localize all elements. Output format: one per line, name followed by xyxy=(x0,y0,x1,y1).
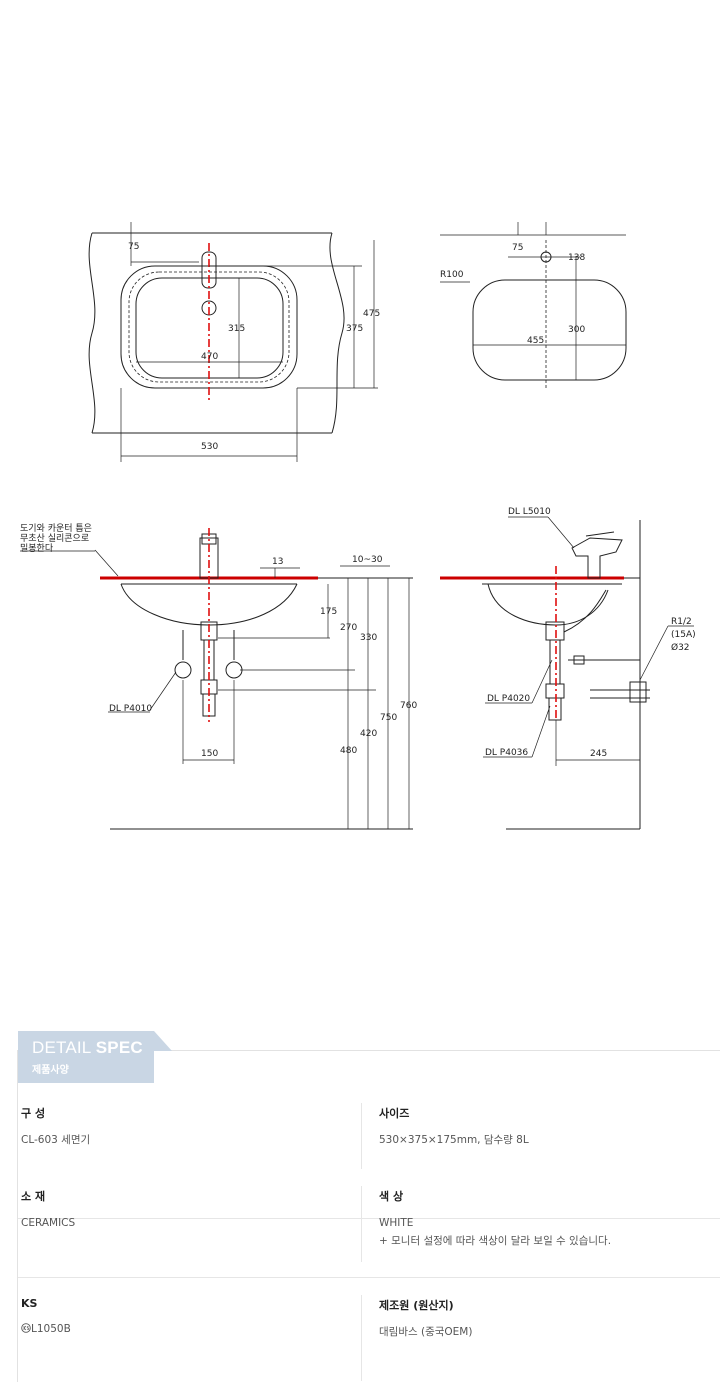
spec-value: 530×375×175mm, 담수량 8L xyxy=(379,1134,529,1146)
ks-mark-icon xyxy=(21,1323,31,1333)
dim-75: 75 xyxy=(128,242,139,252)
dim-15a: (15A) xyxy=(671,630,696,640)
spec-label: 구 성 xyxy=(21,1107,46,1120)
dim-330: 330 xyxy=(360,633,377,643)
spec-cell-composition: 구 성 CL-603 세면기 xyxy=(21,1105,90,1149)
dim-420: 420 xyxy=(360,729,377,739)
spec-cell-color: 색 상 WHITE + 모니터 설정에 따라 색상이 달라 보일 수 있습니다. xyxy=(379,1188,611,1250)
dim-phi32: Ø32 xyxy=(671,642,690,653)
part-dl-p4010: DL P4010 xyxy=(109,704,152,714)
dim-750: 750 xyxy=(380,713,397,723)
detail-spec-title: DETAIL SPEC xyxy=(32,1038,143,1057)
spec-cell-manufacturer: 제조원 (원산지) 대림바스 (중국OEM) xyxy=(379,1297,472,1341)
dim-760: 760 xyxy=(400,701,417,711)
dim-480: 480 xyxy=(340,746,357,756)
dim-530: 530 xyxy=(201,442,218,452)
technical-drawing: 75 315 375 475 470 530 75 138 R100 300 4… xyxy=(20,222,696,830)
spec-label: 색 상 xyxy=(379,1190,404,1203)
part-dl-l5010: DL L5010 xyxy=(508,507,551,517)
spec-value-line: WHITE xyxy=(379,1217,414,1229)
dim-138: 138 xyxy=(568,253,585,263)
spec-value: L1050B xyxy=(21,1320,71,1338)
spec-cell-material: 소 재 CERAMICS xyxy=(21,1188,75,1232)
detail-spec-panel: DETAIL SPEC 제품사양 구 성 CL-603 세면기 사이즈 530×… xyxy=(17,1031,720,1383)
dim-13: 13 xyxy=(272,557,283,567)
spec-label: 제조원 (원산지) xyxy=(379,1299,454,1312)
spec-row-composition: 구 성 CL-603 세면기 사이즈 530×375×175mm, 담수량 8L xyxy=(18,1101,720,1219)
dim-300: 300 xyxy=(568,325,585,335)
dim-150: 150 xyxy=(201,749,218,759)
spec-value: CL-603 세면기 xyxy=(21,1134,91,1146)
sealant-note-line-2: 무초산 실리콘으로 xyxy=(20,533,89,544)
spec-value: WHITE + 모니터 설정에 따라 색상이 달라 보일 수 있습니다. xyxy=(379,1214,611,1250)
spec-row-material: 소 재 CERAMICS 색 상 WHITE + 모니터 설정에 따라 색상이 … xyxy=(18,1184,720,1278)
dim-475: 475 xyxy=(363,309,380,319)
dim-315: 315 xyxy=(228,324,245,334)
dim-375: 375 xyxy=(346,324,363,334)
side-view: DL L5010 R1/2 (15A) Ø32 DL P4020 DL P403… xyxy=(440,507,696,830)
part-dl-p4020: DL P4020 xyxy=(487,694,530,704)
top-view: 75 315 375 475 470 530 xyxy=(88,222,380,462)
dim-175: 175 xyxy=(320,607,337,617)
spec-value: 대림바스 (중국OEM) xyxy=(379,1326,473,1338)
dim-bowl-75: 75 xyxy=(512,243,523,253)
spec-label: KS xyxy=(21,1297,38,1310)
dim-r100: R100 xyxy=(440,270,464,280)
detail-spec-subtitle: 제품사양 xyxy=(32,1065,69,1076)
spec-label: 사이즈 xyxy=(379,1107,410,1120)
dim-10-30: 10~30 xyxy=(352,555,383,565)
dim-r1-2: R1/2 xyxy=(671,617,692,627)
spec-label: 소 재 xyxy=(21,1190,46,1203)
spec-value: CERAMICS xyxy=(21,1217,76,1229)
sealant-note-line-1: 도기와 카운터 틈은 xyxy=(20,522,92,534)
dim-455: 455 xyxy=(527,336,544,346)
dim-245: 245 xyxy=(590,749,607,759)
spec-value-line: + 모니터 설정에 따라 색상이 달라 보일 수 있습니다. xyxy=(379,1235,612,1247)
part-dl-p4036: DL P4036 xyxy=(485,748,528,758)
bowl-view: 75 138 R100 300 455 xyxy=(440,222,627,390)
dim-270: 270 xyxy=(340,623,357,633)
detail-spec-tag: DETAIL SPEC 제품사양 xyxy=(18,1031,172,1083)
front-view: 도기와 카운터 틈은 무초산 실리콘으로 밀봉한다 13 10~30 175 2… xyxy=(20,522,417,830)
spec-cell-ks: KS L1050B xyxy=(21,1297,71,1338)
dim-470: 470 xyxy=(201,352,218,362)
spec-row-ks: KS L1050B 제조원 (원산지) 대림바스 (중국OEM) xyxy=(18,1293,720,1383)
sealant-note-line-3: 밀봉한다 xyxy=(20,542,54,554)
spec-cell-size: 사이즈 530×375×175mm, 담수량 8L xyxy=(379,1105,529,1149)
